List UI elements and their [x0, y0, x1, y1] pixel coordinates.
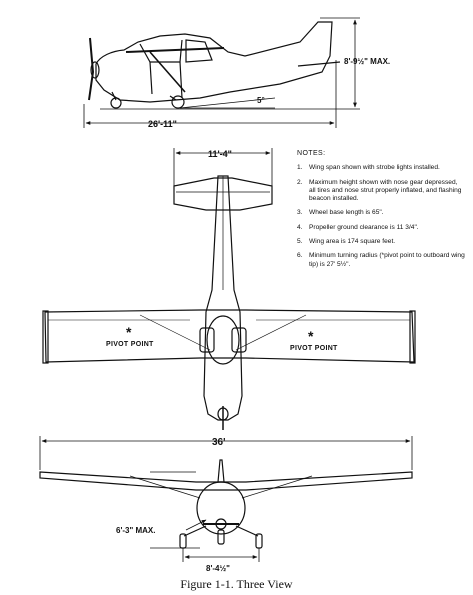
side-fuselage	[95, 21, 333, 103]
note-number: 4.	[297, 223, 303, 231]
front-wing	[39, 471, 413, 491]
front-nose-wheel	[217, 529, 225, 545]
side-nose-strut	[111, 91, 117, 101]
top-cabin-window-right	[231, 327, 247, 353]
note-text: Wing span shown with strobe lights insta…	[309, 164, 440, 172]
front-height-dim-line	[185, 519, 207, 531]
top-strut-left	[139, 314, 211, 351]
pivot-marker-left: *	[126, 324, 132, 340]
side-wing	[125, 47, 225, 53]
side-door	[149, 61, 183, 99]
top-fuselage	[203, 175, 243, 421]
note-item: 3. Wheel base length is 65".	[297, 209, 465, 217]
figure-caption: Figure 1-1. Three View	[180, 577, 293, 591]
side-propeller	[88, 37, 95, 101]
top-cabin-window-left	[199, 327, 215, 353]
angle-line-tail	[179, 97, 276, 109]
top-spinner	[217, 407, 229, 421]
top-cabin	[206, 315, 240, 365]
dim-tail-angle: 5°	[257, 96, 265, 105]
top-strut-right	[235, 314, 307, 351]
dim-front-height: 6'-3" MAX.	[116, 526, 155, 535]
note-text: Minimum turning radius (*pivot point to …	[309, 252, 465, 268]
front-gear-left	[183, 525, 207, 537]
side-windshield	[139, 39, 183, 63]
note-number: 5.	[297, 238, 303, 246]
note-item: 4. Propeller ground clearance is 11 3/4"…	[297, 224, 465, 232]
side-view	[88, 21, 341, 110]
top-view	[42, 175, 416, 430]
pivot-label-left: PIVOT POINT	[106, 341, 154, 348]
note-item: 6. Minimum turning radius (*pivot point …	[297, 252, 465, 269]
dim-stabilizer-span: 11'-4"	[208, 149, 232, 159]
front-gear-right	[235, 525, 259, 537]
note-item: 2. Maximum height shown with nose gear d…	[297, 179, 465, 204]
front-strut-right	[241, 475, 313, 499]
side-dimensions	[83, 17, 360, 128]
notes-block: NOTES: 1. Wing span shown with strobe li…	[297, 150, 465, 275]
front-dimensions	[39, 436, 413, 562]
pivot-marker-right: *	[308, 328, 314, 344]
note-number: 3.	[297, 209, 303, 217]
front-view	[39, 459, 413, 549]
note-text: Wing area is 174 square feet.	[309, 238, 396, 246]
note-text: Propeller ground clearance is 11 3/4".	[309, 223, 419, 231]
front-strut-left	[129, 475, 201, 499]
pivot-label-right: PIVOT POINT	[290, 345, 338, 352]
top-stabilizer	[173, 177, 273, 211]
top-wingtip-right	[409, 310, 416, 364]
side-nose-wheel	[110, 97, 122, 109]
note-number: 6.	[297, 252, 303, 260]
notes-title: NOTES:	[297, 150, 326, 157]
dim-wing-span: 36'	[212, 437, 226, 448]
top-dimensions	[173, 148, 273, 186]
side-spinner	[90, 61, 100, 79]
dim-max-height: 8'-9½" MAX.	[344, 57, 390, 66]
note-number: 1.	[297, 164, 303, 172]
side-main-wheel	[171, 95, 185, 109]
side-window-rear	[185, 39, 213, 63]
dim-wheel-track: 8'-4½"	[206, 564, 230, 573]
top-wingtip-left	[42, 310, 49, 364]
note-item: 1. Wing span shown with strobe lights in…	[297, 164, 465, 172]
top-wing	[44, 309, 415, 363]
front-fin	[217, 459, 225, 483]
note-item: 5. Wing area is 174 square feet.	[297, 238, 465, 246]
dim-overall-length: 26'-11"	[148, 119, 177, 129]
side-horizontal-tail	[297, 61, 341, 67]
note-text: Wheel base length is 65".	[309, 209, 384, 217]
front-spinner	[215, 518, 227, 530]
note-number: 2.	[297, 178, 303, 186]
side-strut	[149, 51, 186, 93]
note-text: Maximum height shown with nose gear depr…	[309, 178, 462, 203]
